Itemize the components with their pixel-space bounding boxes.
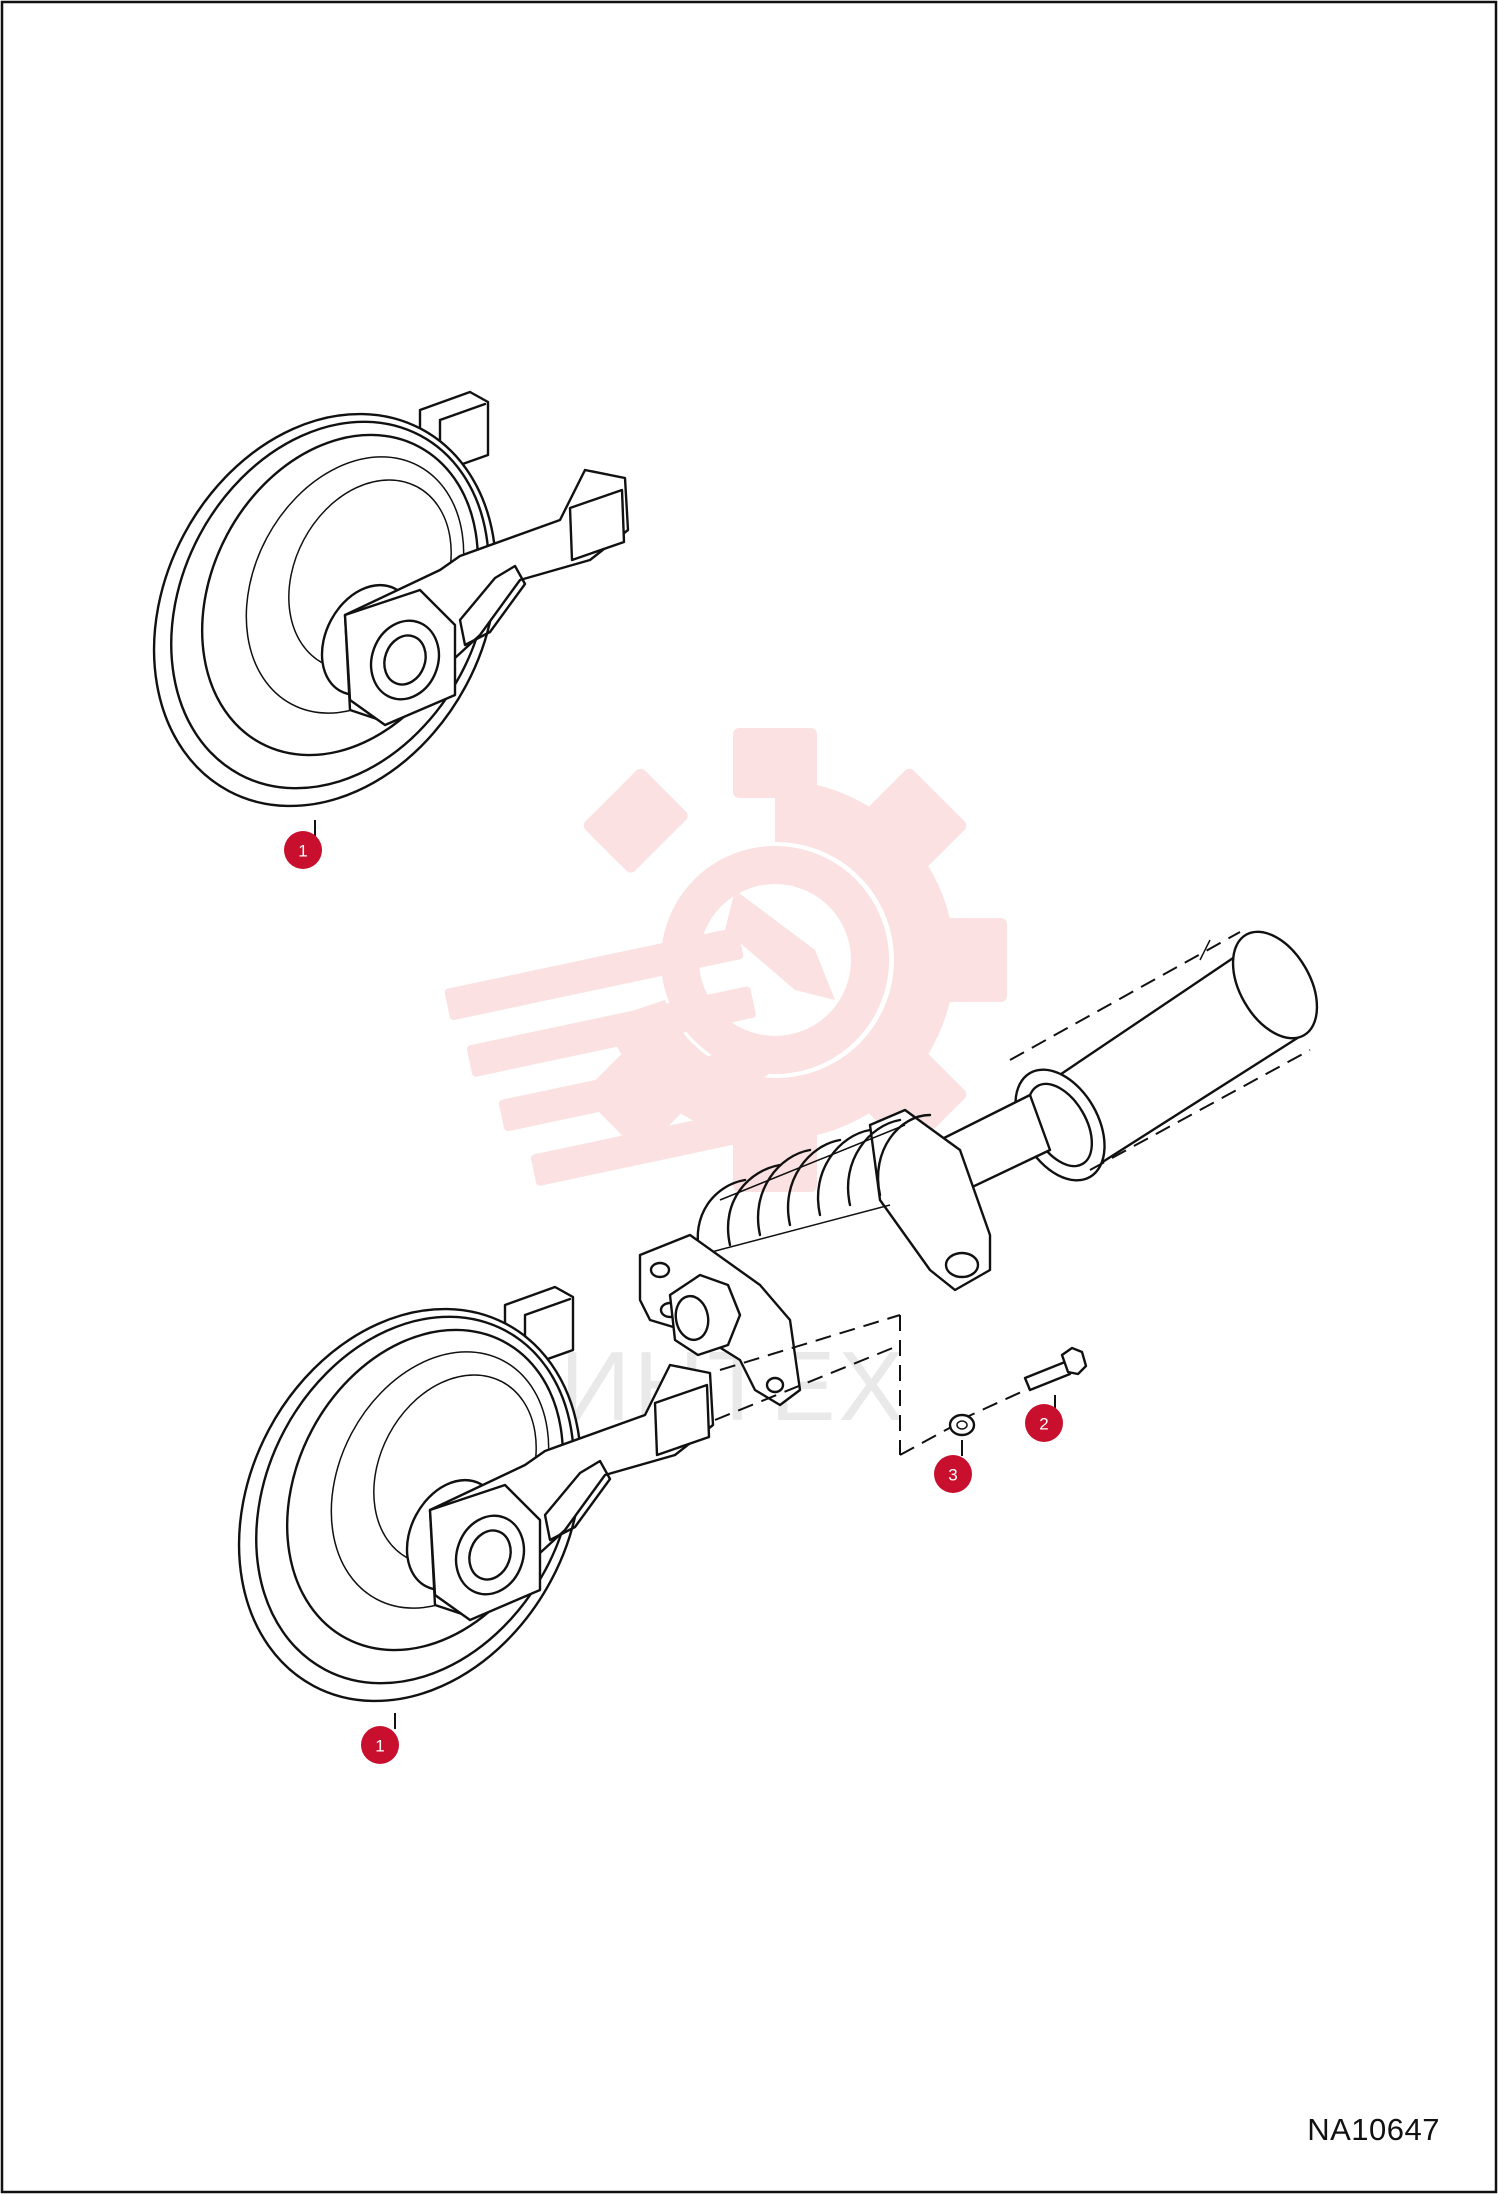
drawing-number: NA10647 [1307, 2112, 1440, 2147]
callout-3: 3 [934, 1455, 972, 1493]
callout-label: 2 [1039, 1415, 1048, 1434]
watermark-logo [444, 728, 1007, 1192]
callout-2: 2 [1025, 1404, 1063, 1442]
tensioner-assembly [638, 930, 1319, 1470]
spring [696, 1113, 932, 1257]
callout-marker [934, 1455, 972, 1493]
callout-label: 3 [948, 1466, 957, 1485]
callout-label: 1 [298, 842, 307, 861]
callout-marker [1025, 1404, 1063, 1442]
bolt [1023, 1346, 1088, 1392]
callout-marker [284, 831, 322, 869]
callout-label: 1 [375, 1737, 384, 1756]
callout-1-upper: 1 [284, 831, 322, 869]
callout-marker [361, 1726, 399, 1764]
idler-assembly-lower [237, 1285, 715, 1745]
washer [948, 1413, 976, 1437]
idler-assembly-upper [152, 390, 630, 850]
callout-1-lower: 1 [361, 1726, 399, 1764]
